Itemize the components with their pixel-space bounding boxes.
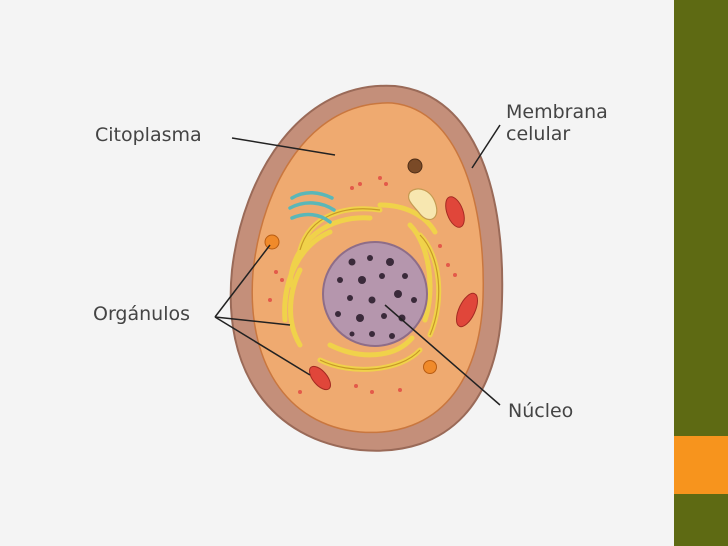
accent-bar-olive-bottom (674, 494, 728, 546)
label-membrana-line1: Membrana (506, 101, 608, 123)
label-citoplasma: Citoplasma (95, 124, 202, 146)
ribosomes (268, 176, 457, 394)
accent-bar-olive (674, 0, 728, 436)
nucleus (322, 241, 428, 347)
vesicles (264, 158, 438, 374)
golgi-apparatus (288, 191, 336, 224)
leader-lines (214, 124, 501, 406)
label-membrana-celular: Membrana celular (506, 101, 608, 145)
label-membrana-line2: celular (506, 123, 571, 145)
chromatin-dots (335, 255, 417, 339)
accent-block-orange (674, 436, 728, 494)
label-nucleo: Núcleo (508, 400, 574, 422)
label-organulos: Orgánulos (93, 303, 191, 325)
mitochondria (309, 196, 479, 391)
